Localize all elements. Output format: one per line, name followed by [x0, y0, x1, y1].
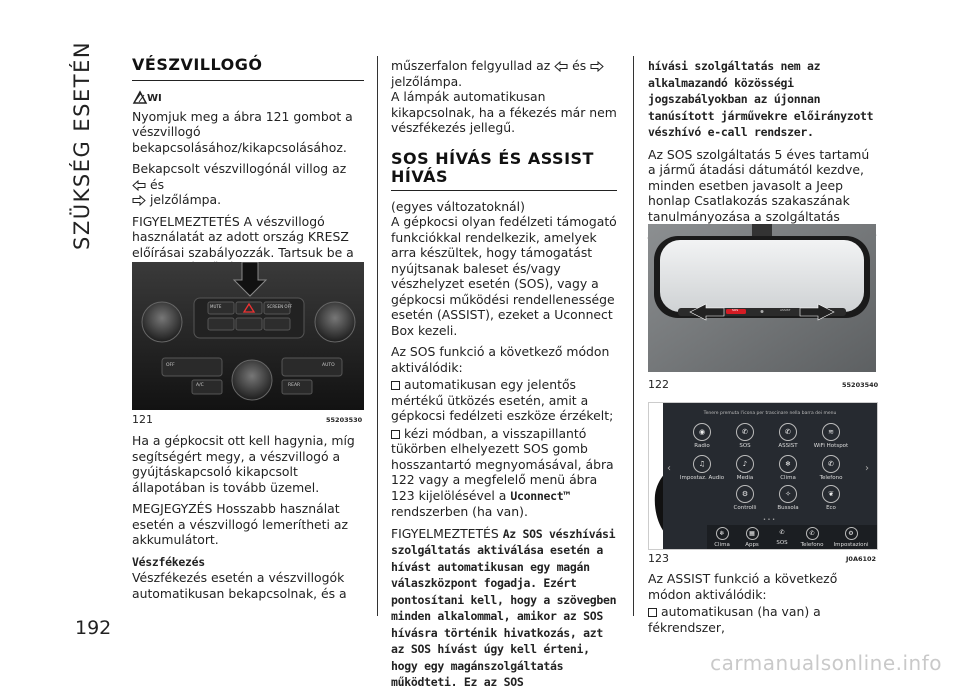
screen-tile-eco[interactable]: ❦Eco: [803, 485, 859, 512]
lamps-off-text: A lámpák automatikusan kikapcsolnak, ha …: [391, 89, 617, 135]
hazard-button-icon: WI: [132, 90, 162, 104]
watermark: carmanualsonline.info: [710, 651, 942, 675]
figure-123-number: 123: [648, 552, 669, 565]
screen-tile-phone[interactable]: ✆Telefono: [803, 455, 859, 482]
assist-bullet-auto: automatikusan (ha van) a fékrendszer,: [648, 604, 821, 635]
sos-legal-text: hívási szolgáltatás nem az alkalmazandó …: [648, 59, 874, 139]
figure-123-code: J0A6102: [846, 555, 877, 563]
settings-gear-icon: ⚙: [844, 527, 858, 540]
screen-banner: Tenere premuta l'icona per trascinare ne…: [703, 411, 837, 416]
sos-intro-text: A gépkocsi olyan fedélzeti támogató funk…: [391, 214, 617, 338]
screen-tile-media[interactable]: ♪Media: [717, 455, 773, 482]
hazard-battery-note: MEGJEGYZÉS Hosszabb használat esetén a v…: [132, 501, 349, 547]
screen-tile-compass[interactable]: ✧Bussola: [760, 485, 816, 512]
hazard-intro: Nyomjuk meg a ábra 121 gombot a vészvill…: [132, 108, 353, 155]
mirror-sos-button[interactable]: SOS: [732, 308, 739, 312]
section-heading-sos: SOS HÍVÁS ÉS ASSIST HÍVÁS: [391, 149, 617, 191]
console-mute-label: MUTE: [210, 304, 222, 309]
turn-right-indicator-icon: [590, 61, 604, 72]
assist-phone-icon: ✆: [779, 423, 797, 441]
console-screen-off-label: SCREEN OFF: [267, 304, 293, 309]
apps-icon: ▦: [745, 527, 759, 540]
bullet-icon: [391, 381, 400, 390]
eco-leaf-icon: ❦: [822, 485, 840, 503]
screen-tile-audio[interactable]: ♫Impostaz. Audio: [674, 455, 730, 482]
column-divider-2: [633, 56, 634, 616]
svg-text:WI: WI: [147, 93, 162, 104]
sos-bullet-auto: automatikusan egy jelentős mértékű ütköz…: [391, 377, 614, 423]
media-icon: ♪: [736, 455, 754, 473]
screen-tile-sos[interactable]: ✆SOS: [717, 423, 773, 450]
column-divider-1: [377, 56, 378, 616]
bottom-bar-sos[interactable]: ✆SOS: [776, 529, 788, 546]
console-off-label: OFF: [166, 363, 175, 368]
turn-right-indicator-icon: [132, 195, 146, 206]
screen-prev-arrow[interactable]: ‹: [667, 463, 671, 474]
audio-settings-icon: ♫: [693, 455, 711, 473]
wifi-icon: ≋: [822, 423, 840, 441]
column-1-lower: Ha a gépkocsit ott kell hagynia, míg seg…: [132, 433, 366, 607]
screen-tile-radio[interactable]: ◉Radio: [674, 423, 730, 450]
figure-122-number: 122: [648, 378, 669, 391]
turn-left-indicator-icon: [132, 179, 146, 191]
assist-activation-text: Az ASSIST funkció a következő módon akti…: [648, 571, 838, 602]
screen-tile-wifi[interactable]: ≋WiFi Hotspot: [803, 423, 859, 450]
sos-phone-icon: ✆: [736, 423, 754, 441]
figure-121-code: 55203530: [326, 416, 363, 424]
figure-122-code: 55203540: [842, 381, 879, 389]
phone-icon: ✆: [805, 527, 819, 540]
page-dots: • • •: [763, 517, 776, 523]
column-3: hívási szolgáltatás nem az alkalmazandó …: [648, 58, 880, 246]
hazard-indicator-text: Bekapcsolt vészvillogónál villog az és j…: [132, 161, 347, 207]
sos-variant-note: (egyes változatoknál): [391, 198, 525, 214]
bottom-bar-settings[interactable]: ⚙Impostazioni: [829, 527, 873, 549]
screen-tile-controls[interactable]: ⚙Controlli: [717, 485, 773, 512]
sos-activation-text: Az SOS funkció a következő módon aktivál…: [391, 344, 610, 375]
emergency-brake-text: Vészfékezés esetén a vészvillogók automa…: [132, 570, 347, 601]
sos-phone-icon: ✆: [779, 529, 785, 536]
screen-tile-assist[interactable]: ✆ASSIST: [760, 423, 816, 450]
figure-123-uconnect-screen: Tenere premuta l'icona per trascinare ne…: [648, 402, 878, 550]
figure-121-console-photo: MUTE SCREEN OFF OFF A/C REAR AUTO: [132, 262, 364, 410]
sos-bullet-manual: kézi módban, a visszapillantó tükörben e…: [391, 425, 614, 519]
console-auto-label: AUTO: [322, 363, 335, 368]
hazard-ignition-text: Ha a gépkocsit ott kell hagynia, míg seg…: [132, 433, 355, 495]
section-heading-hazard: VÉSZVILLOGÓ: [132, 56, 364, 81]
bullet-icon: [391, 429, 400, 439]
console-ac-label: A/C: [196, 383, 204, 388]
bottom-bar-apps[interactable]: ▦Apps: [735, 527, 769, 549]
column-1: VÉSZVILLOGÓ WI Nyomjuk meg a ábra 121 go…: [132, 56, 364, 282]
screen-next-arrow[interactable]: ›: [865, 463, 869, 474]
climate-icon: ❄: [715, 527, 729, 540]
figure-121-number: 121: [132, 413, 153, 426]
bottom-bar-phone[interactable]: ✆Telefono: [795, 527, 829, 549]
climate-icon: ❄: [779, 455, 797, 473]
console-rear-label: REAR: [288, 383, 301, 388]
dashboard-indicator-text: műszerfalon felgyullad az és jelzőlámpa.: [391, 58, 621, 89]
turn-left-indicator-icon: [554, 61, 568, 72]
figure-122-mirror-photo: SOS ASSIST: [648, 224, 876, 372]
sos-duration-text: Az SOS szolgáltatás 5 éves tartamú a jár…: [648, 146, 877, 240]
controls-icon: ⚙: [736, 485, 754, 503]
phone-icon: ✆: [822, 455, 840, 473]
column-2: műszerfalon felgyullad az és jelzőlámpa.…: [391, 58, 621, 697]
compass-icon: ✧: [779, 485, 797, 503]
page-number: 192: [75, 617, 112, 639]
column-3-lower: Az ASSIST funkció a következő módon akti…: [648, 571, 880, 641]
bullet-icon: [648, 608, 657, 617]
radio-icon: ◉: [693, 423, 711, 441]
screen-tile-clima[interactable]: ❄Clima: [760, 455, 816, 482]
mirror-assist-button[interactable]: ASSIST: [780, 308, 791, 312]
bottom-bar-clima[interactable]: ❄Clima: [705, 527, 739, 549]
sos-warning: FIGYELMEZTETÉS Az SOS vészhívási szolgál…: [391, 525, 617, 690]
emergency-brake-heading: Vészfékezés: [132, 554, 205, 569]
chapter-title: SZÜKSÉG ESETÉN: [70, 40, 94, 250]
